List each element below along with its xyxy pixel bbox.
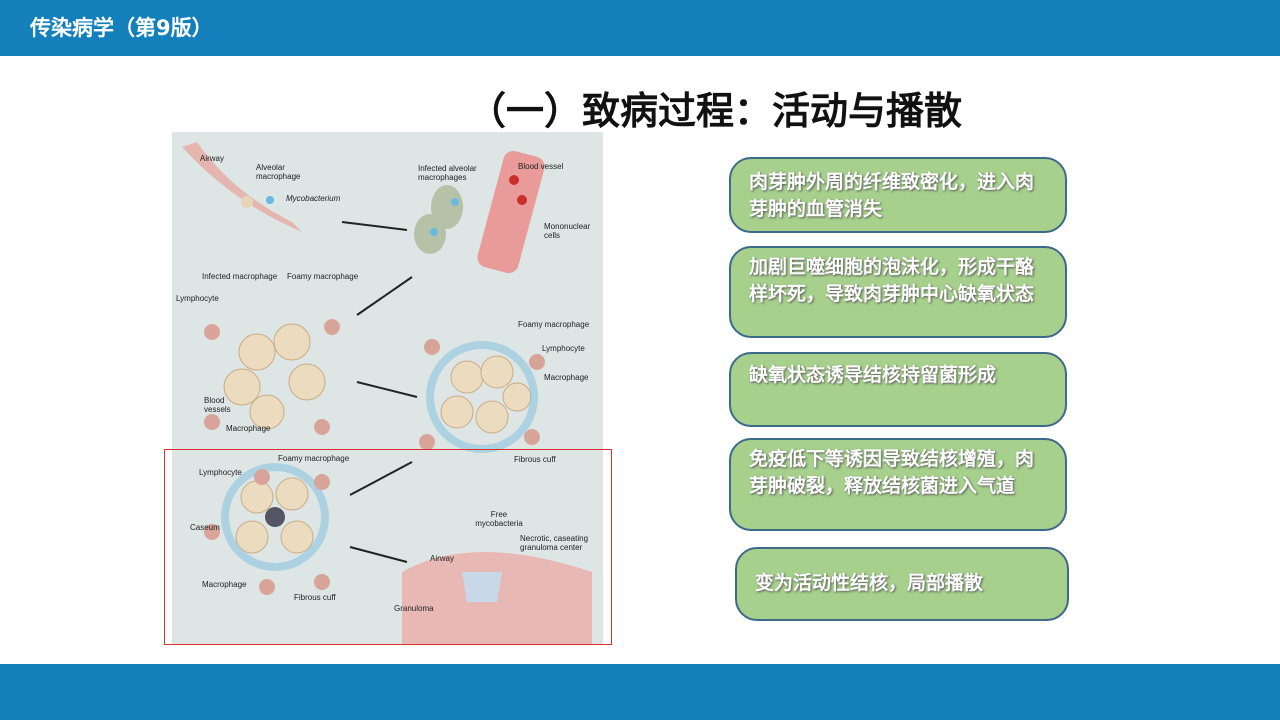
- label-free-mycobacteria: Free mycobacteria: [475, 510, 523, 528]
- label-alveolar-macrophage: Alveolar macrophage: [256, 163, 301, 181]
- label-airway: Airway: [200, 154, 225, 163]
- label-blood-vessels: Blood vessels: [204, 396, 231, 414]
- step-box-1: 肉芽肿外周的纤维致密化，进入肉芽肿的血管消失: [729, 157, 1067, 233]
- label-lymphocyte: Lymphocyte: [542, 344, 585, 353]
- label-lymphocyte: Lymphocyte: [176, 294, 219, 303]
- step-box-2: 加剧巨噬细胞的泡沫化，形成干酪样坏死，导致肉芽肿中心缺氧状态: [729, 246, 1067, 338]
- label-mononuclear: Mononuclear cells: [544, 222, 591, 240]
- label-mycobacterium: Mycobacterium: [286, 194, 341, 203]
- course-title: 传染病学（第9版）: [30, 16, 213, 40]
- tb-pathogenesis-figure: Airway Alveolar macrophage Mycobacterium…: [172, 132, 603, 644]
- highlight-box: [164, 449, 612, 645]
- step-box-3: 缺氧状态诱导结核持留菌形成: [729, 352, 1067, 427]
- label-blood-vessel: Blood vessel: [518, 162, 564, 171]
- step-box-5: 变为活动性结核，局部播散: [735, 547, 1069, 621]
- label-granuloma: Granuloma: [394, 604, 434, 613]
- label-lymphocyte: Lymphocyte: [199, 468, 242, 477]
- label-foamy-macrophage: Foamy macrophage: [287, 272, 359, 281]
- label-macrophage: Macrophage: [226, 424, 271, 433]
- label-foamy-macrophage: Foamy macrophage: [278, 454, 350, 463]
- label-infected-alveolar: Infected alveolar macrophages: [418, 164, 477, 182]
- label-fibrous-cuff: Fibrous cuff: [294, 593, 336, 602]
- label-infected-macrophage: Infected macrophage: [202, 272, 278, 281]
- label-macrophage: Macrophage: [544, 373, 589, 382]
- label-fibrous-cuff: Fibrous cuff: [514, 455, 556, 464]
- figure-illustration: [182, 142, 592, 644]
- label-foamy-macrophage: Foamy macrophage: [518, 320, 590, 329]
- label-caseum: Caseum: [190, 523, 220, 532]
- label-airway: Airway: [430, 554, 455, 563]
- label-macrophage: Macrophage: [202, 580, 247, 589]
- header-bar: 传染病学（第9版）: [0, 0, 1280, 56]
- step-box-4: 免疫低下等诱因导致结核增殖，肉芽肿破裂，释放结核菌进入气道: [729, 438, 1067, 531]
- slide-title: （一）致病过程：活动与播散: [468, 89, 963, 133]
- label-necrotic-center: Necrotic, caseating granuloma center: [520, 534, 589, 552]
- footer-bar: [0, 664, 1280, 720]
